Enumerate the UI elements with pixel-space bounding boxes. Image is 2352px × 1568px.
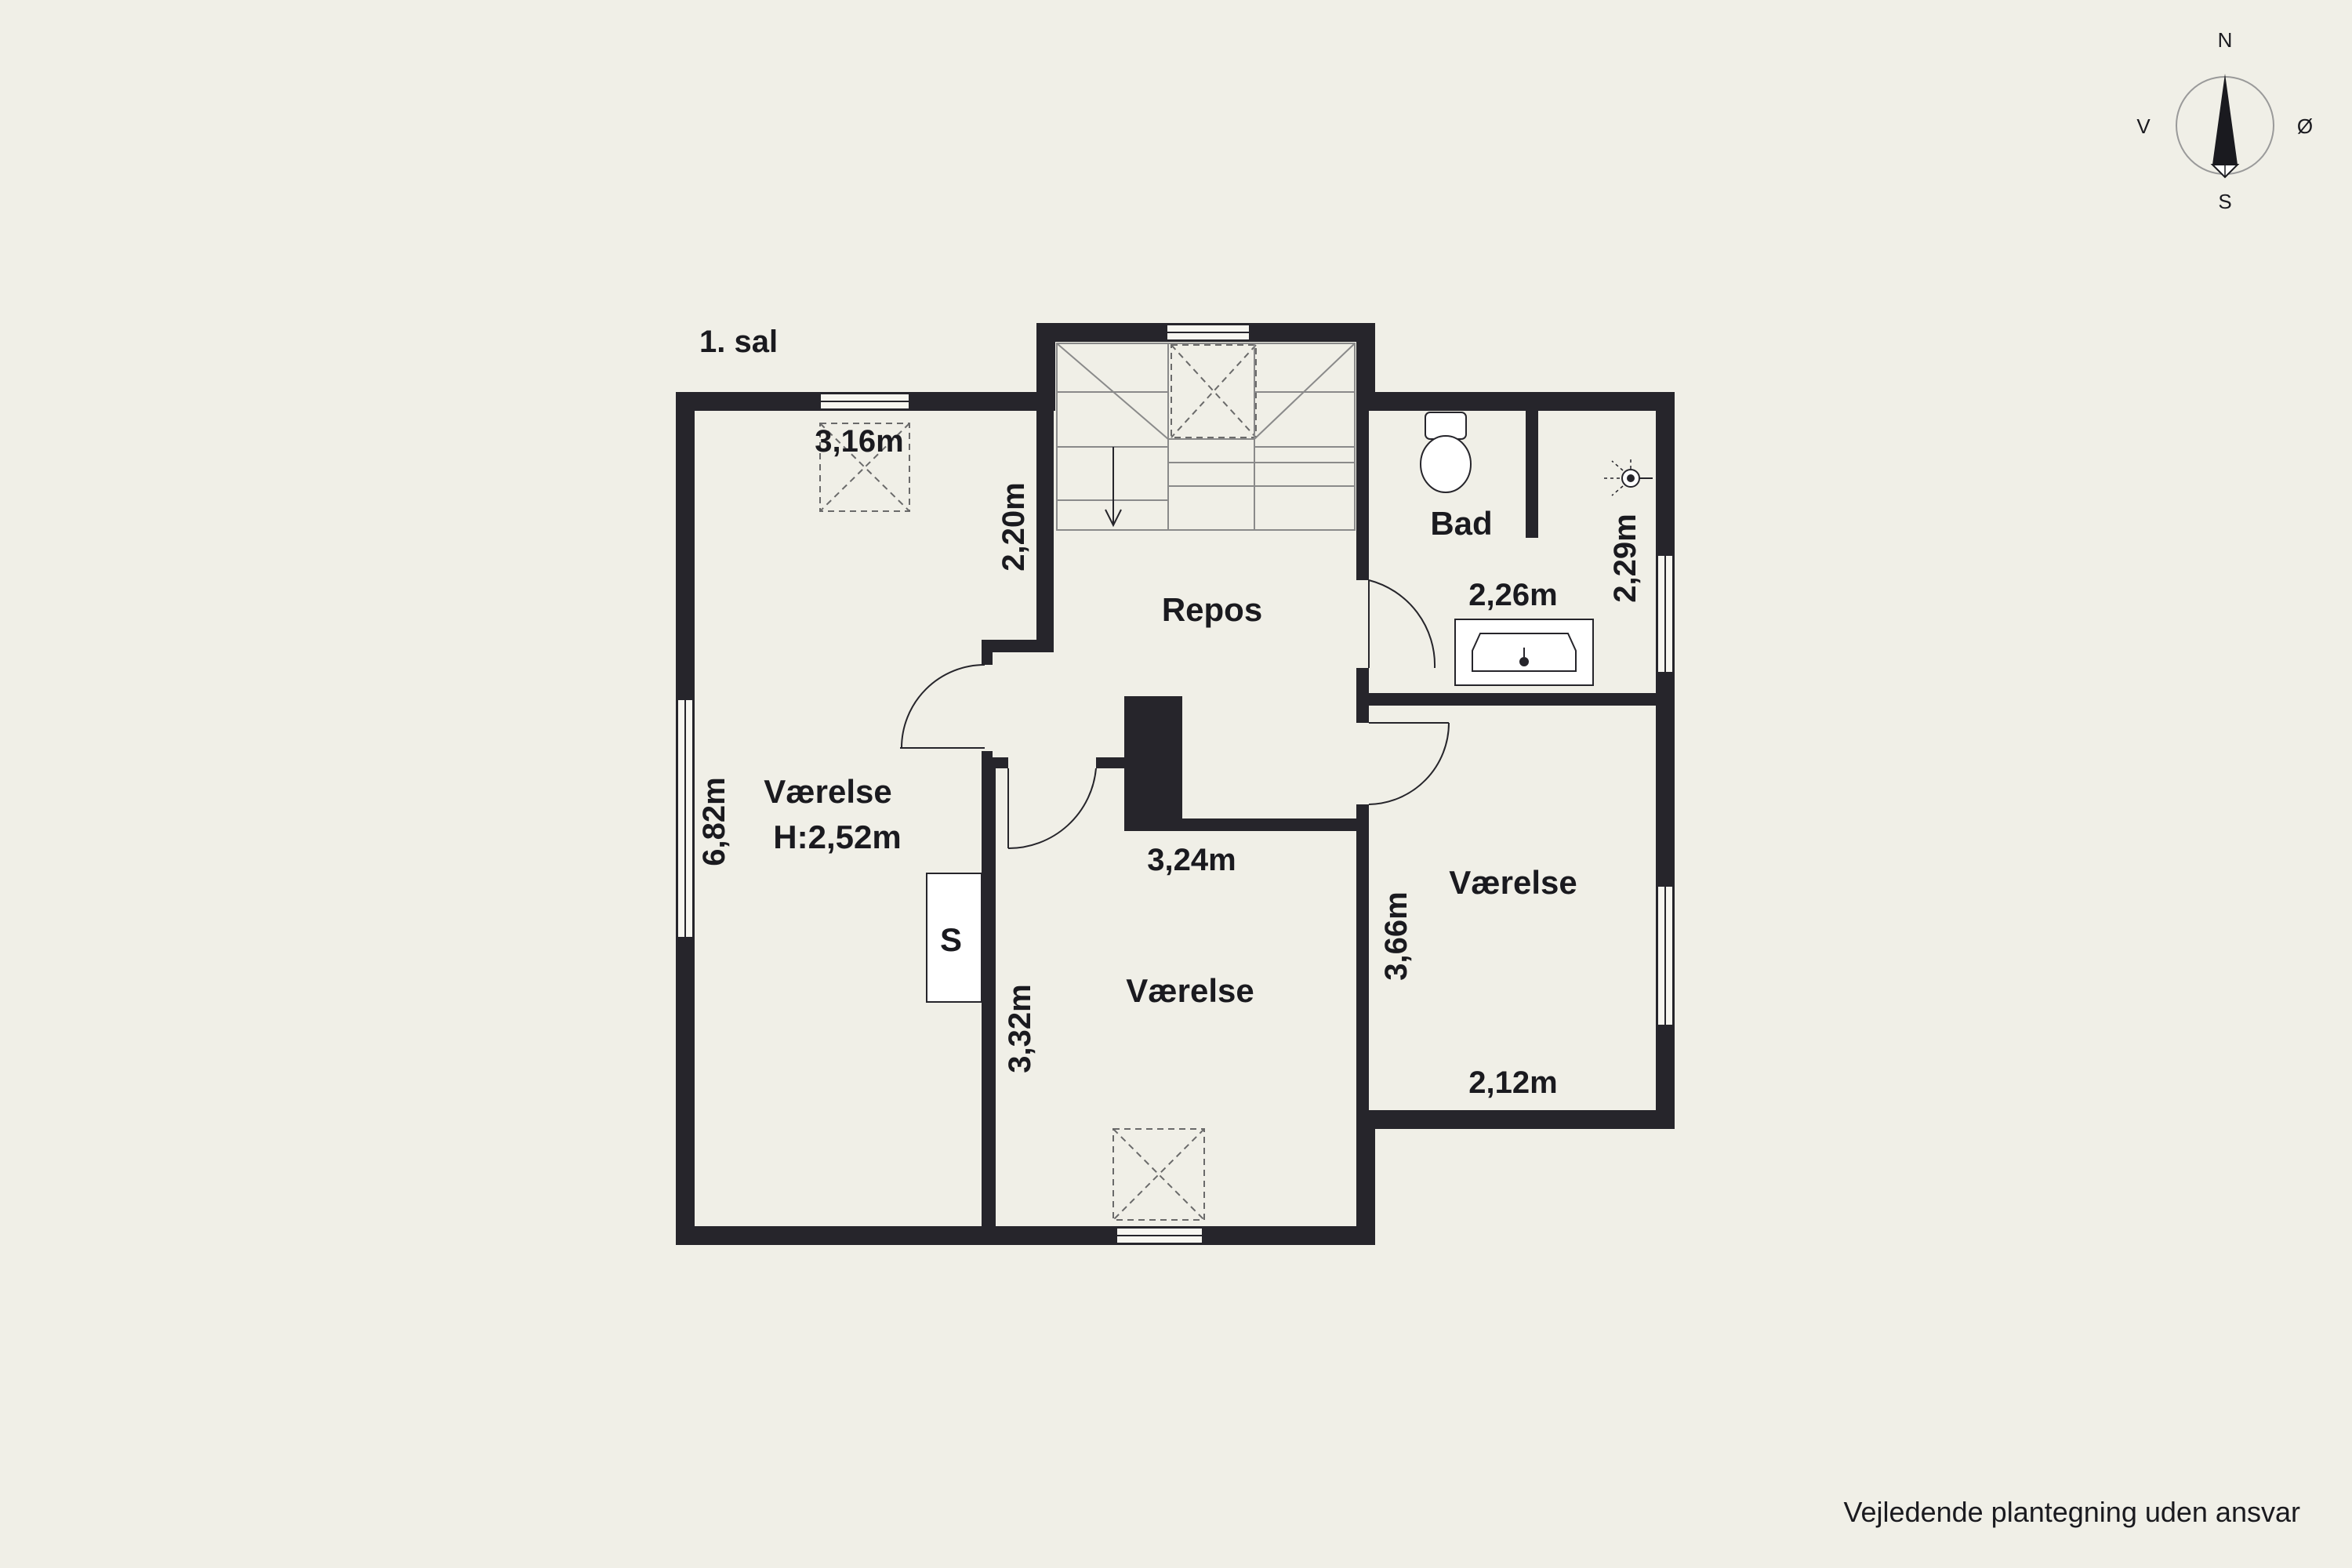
room-label-vaerelse-east: Værelse: [1449, 864, 1577, 901]
chimney-label: S: [940, 921, 962, 958]
dim-east-width: 2,12m: [1468, 1065, 1557, 1100]
shower-icon: [1604, 456, 1653, 496]
room-label-repos: Repos: [1162, 591, 1262, 628]
compass-south: S: [2218, 190, 2231, 213]
floor-label: 1. sal: [699, 325, 778, 359]
dim-west-length: 6,82m: [697, 777, 731, 866]
toilet: [1420, 412, 1472, 493]
room-height-vaerelse-west: H:2,52m: [773, 818, 901, 855]
dim-bad-width: 2,26m: [1468, 578, 1557, 612]
dim-south-width: 3,24m: [1147, 843, 1236, 877]
room-label-vaerelse-west: Værelse: [764, 773, 891, 810]
stair-direction-arrow: [1105, 447, 1122, 528]
compass-north: N: [2218, 28, 2233, 52]
staircase: [1056, 343, 1356, 531]
room-label-vaerelse-south: Værelse: [1126, 972, 1254, 1009]
skylights: [819, 344, 1257, 1221]
dim-bad-length: 2,29m: [1608, 514, 1642, 602]
dim-south-length: 3,32m: [1003, 984, 1037, 1073]
dim-west-nook: 2,20m: [996, 482, 1031, 571]
dim-west-width: 3,16m: [815, 424, 903, 459]
chimney-box: [926, 873, 982, 1003]
compass-needle-north: [2212, 74, 2238, 165]
sink: [1454, 619, 1594, 686]
compass-west: V: [2136, 114, 2151, 138]
room-label-bad: Bad: [1430, 505, 1492, 542]
windows: [677, 324, 1674, 1244]
compass: N S V Ø: [2136, 28, 2313, 213]
dim-east-length: 3,66m: [1379, 891, 1414, 980]
compass-east: Ø: [2297, 114, 2313, 138]
disclaimer: Vejledende plantegning uden ansvar: [1843, 1496, 2301, 1528]
doors: [900, 579, 1450, 850]
